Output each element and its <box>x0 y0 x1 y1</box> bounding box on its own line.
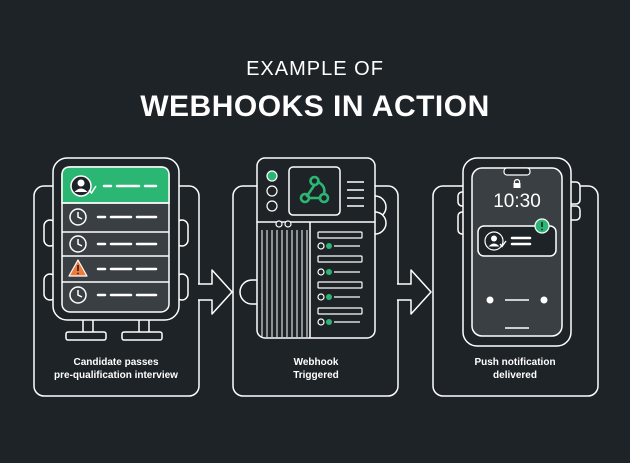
clock-icon <box>69 235 87 253</box>
notification-card <box>477 225 557 257</box>
step-caption-candidate: Candidate passes pre-qualification inter… <box>31 356 201 382</box>
clock-icon <box>69 208 87 226</box>
server-rack-icon <box>239 157 387 339</box>
caption-line: Push notification <box>474 357 556 368</box>
user-check-icon <box>70 175 97 197</box>
caption-line: delivered <box>493 370 537 381</box>
warning-icon <box>68 259 88 277</box>
step-caption-webhook: Webhook Triggered <box>231 356 401 382</box>
caption-line: Triggered <box>293 370 339 381</box>
lockscreen-controls <box>486 296 548 329</box>
lock-icon <box>513 178 521 188</box>
main-title: WEBHOOKS IN ACTION <box>140 90 490 123</box>
kiosk-icon <box>43 157 189 341</box>
eyebrow-title: EXAMPLE OF <box>246 58 384 80</box>
clock-icon <box>69 286 87 304</box>
webhook-icon <box>299 175 330 204</box>
row-placeholder-lines <box>96 184 158 297</box>
step-caption-push: Push notification delivered <box>430 356 600 382</box>
caption-line: pre-qualification interview <box>54 370 178 381</box>
caption-line: Candidate passes <box>73 357 159 368</box>
arrow-right-icon <box>397 269 432 315</box>
lockscreen-time: 10:30 <box>493 191 541 212</box>
alert-badge-icon <box>534 218 550 234</box>
caption-line: Webhook <box>293 357 339 368</box>
arrow-right-icon <box>198 269 233 315</box>
